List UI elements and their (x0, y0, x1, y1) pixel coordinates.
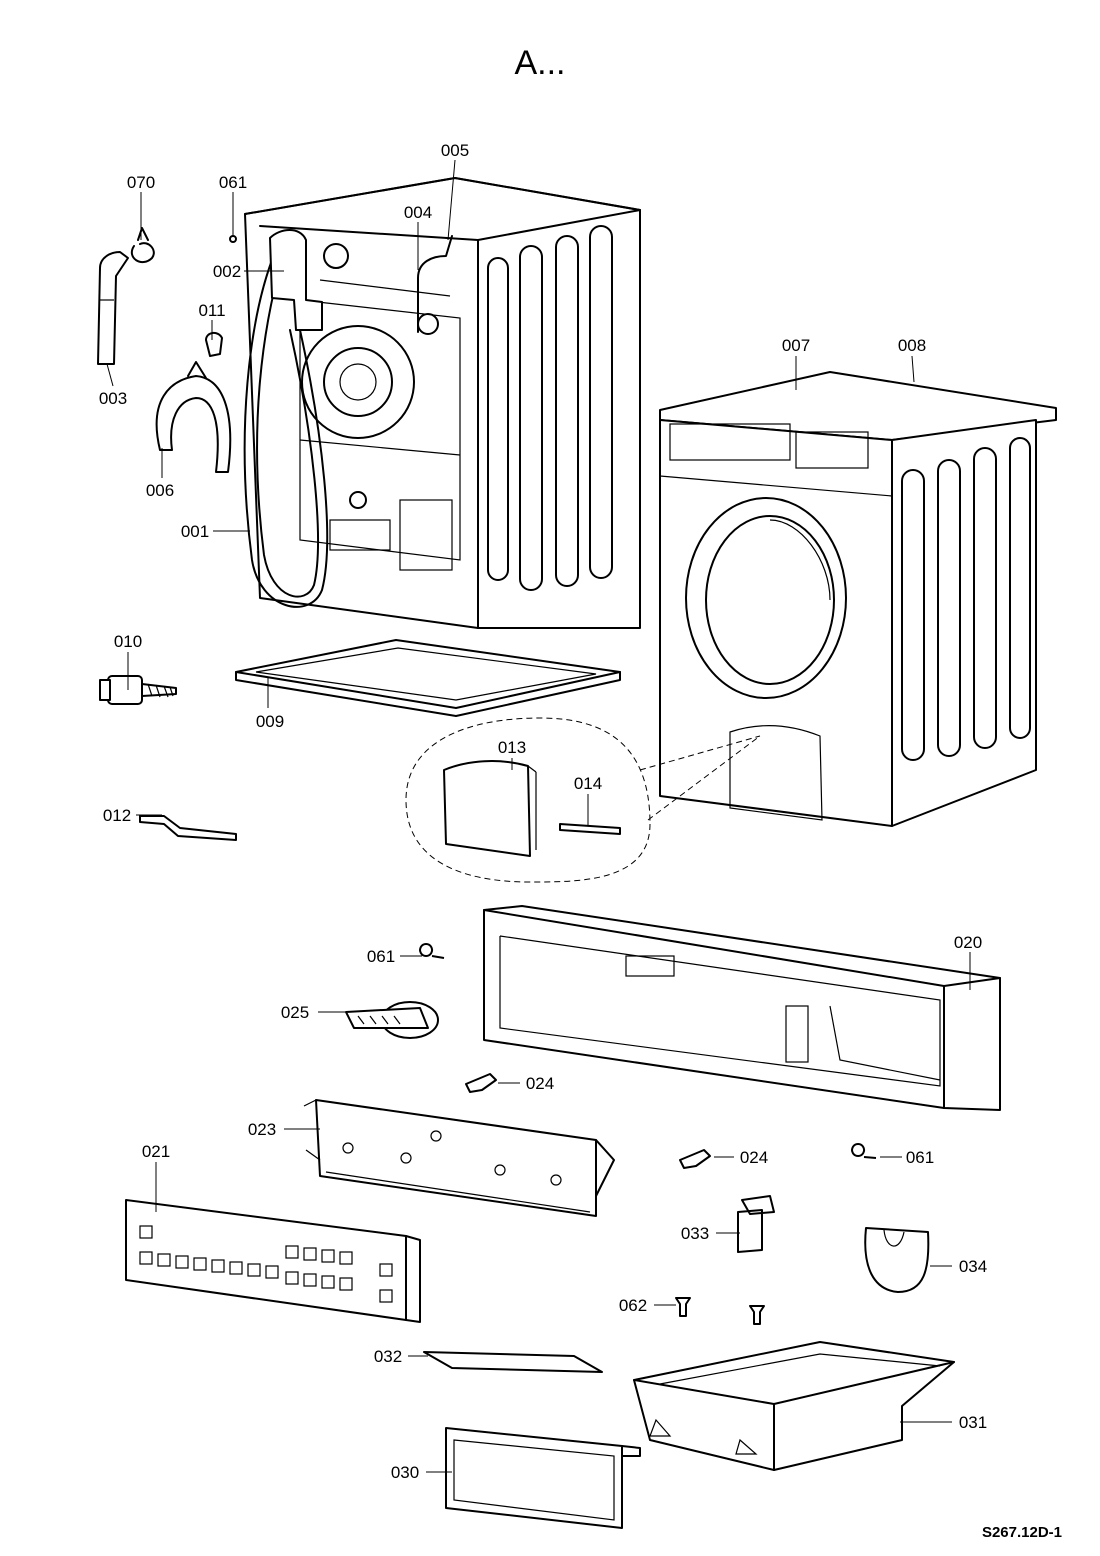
label-061-right: 061 (906, 1148, 934, 1167)
leader-lines (106, 159, 971, 1473)
screw-061-left (419, 943, 445, 959)
selector-lever (345, 1001, 439, 1039)
label-013: 013 (498, 738, 526, 757)
transport-bracket (139, 815, 237, 841)
label-010: 010 (114, 632, 142, 651)
label-012: 012 (103, 806, 131, 825)
detail-callout (405, 717, 651, 883)
part-labels: 070 061 005 004 002 011 003 006 001 007 … (99, 141, 987, 1482)
small-screw-top (229, 235, 237, 243)
hose-elbow-part (97, 251, 129, 365)
clip-024-lower (679, 1149, 711, 1169)
hose-guide (155, 361, 232, 473)
label-009: 009 (256, 712, 284, 731)
label-024-lower: 024 (740, 1148, 768, 1167)
label-002: 002 (213, 262, 241, 281)
dispenser-drawer (633, 1341, 955, 1471)
base-frame (235, 639, 621, 717)
service-flap (443, 760, 531, 857)
label-032: 032 (374, 1347, 402, 1366)
label-070: 070 (127, 173, 155, 192)
drawer-front (445, 1427, 641, 1529)
label-021: 021 (142, 1142, 170, 1161)
label-011: 011 (198, 301, 225, 320)
siphon-part (737, 1195, 775, 1253)
control-bracket (303, 1099, 615, 1217)
label-030: 030 (391, 1463, 419, 1482)
label-007: 007 (782, 336, 810, 355)
hose-clamp (131, 227, 155, 264)
power-cord (417, 235, 453, 333)
diagram-title: A... (514, 44, 565, 82)
label-005: 005 (441, 141, 469, 160)
screw-062-right (749, 1305, 765, 1325)
clip-024-upper (465, 1073, 497, 1093)
label-024-upper: 024 (526, 1074, 554, 1093)
label-031: 031 (959, 1413, 987, 1432)
label-061-top: 061 (219, 173, 247, 192)
screw-062-left (675, 1297, 691, 1317)
small-rod (559, 823, 621, 835)
label-020: 020 (954, 933, 982, 952)
adjustable-foot (99, 675, 177, 705)
detergent-insert (864, 1227, 930, 1293)
inlet-hose (243, 259, 329, 608)
label-023: 023 (248, 1120, 276, 1139)
label-003: 003 (99, 389, 127, 408)
label-062: 062 (619, 1296, 647, 1315)
label-034: 034 (959, 1257, 987, 1276)
screw-061-right (851, 1143, 877, 1159)
label-006: 006 (146, 481, 174, 500)
label-014: 014 (574, 774, 602, 793)
label-004: 004 (404, 203, 432, 222)
label-061-mid: 061 (367, 947, 395, 966)
clip-part (205, 332, 223, 357)
label-033: 033 (681, 1224, 709, 1243)
label-001: 001 (181, 522, 209, 541)
label-008: 008 (898, 336, 926, 355)
rear-cabinet-drawing (244, 177, 641, 629)
drain-hose-outlet (269, 229, 323, 331)
panel-plate (423, 1351, 603, 1373)
control-panel-front (125, 1199, 421, 1323)
front-cabinet-drawing (659, 371, 1057, 827)
label-025: 025 (281, 1003, 309, 1022)
panel-top (483, 905, 1001, 1111)
drawing-code: S267.12D-1 (982, 1524, 1062, 1541)
